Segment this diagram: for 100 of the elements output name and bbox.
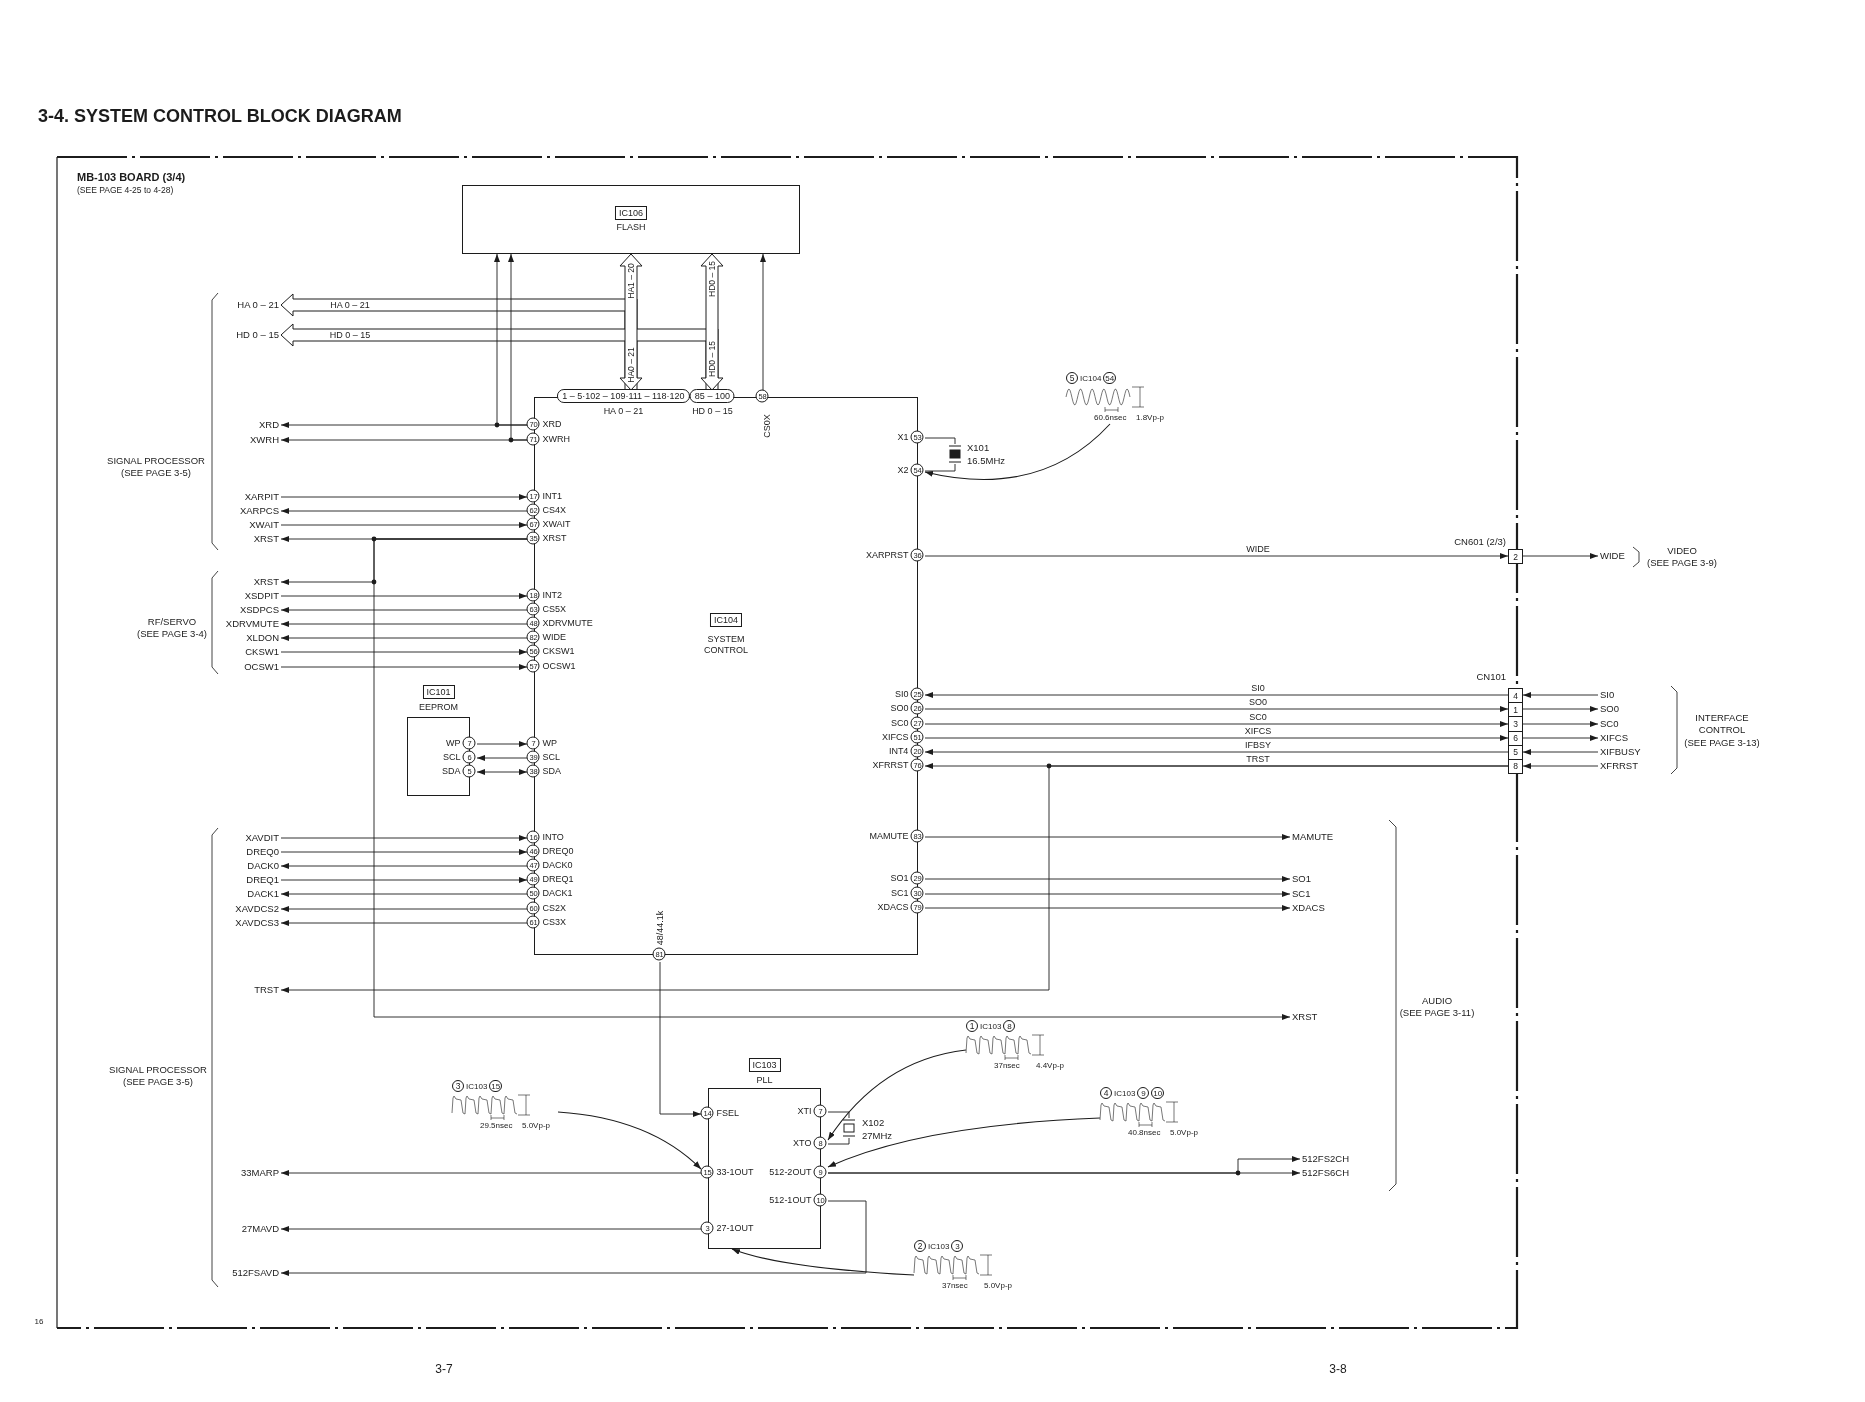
signal-name: XRST <box>1292 1011 1354 1023</box>
leader-arrow <box>731 1248 915 1276</box>
bus-name: HA0 – 21 <box>625 347 637 383</box>
pin-name: SI0 <box>894 688 909 700</box>
pin-name: 27-1OUT <box>716 1222 754 1234</box>
page-number: 3-8 <box>1329 1363 1347 1375</box>
pin-name: XRD <box>542 418 562 430</box>
block-reference: RF/SERVO <box>147 615 197 627</box>
signal-name: XDRVMUTE <box>216 618 279 630</box>
component-label: X102 <box>862 1117 886 1129</box>
block-reference: (SEE PAGE 3-4) <box>137 627 207 639</box>
pin-name: XRST <box>542 532 567 544</box>
pin-range: 1 – 5·102 – 109·111 – 118·120 <box>557 389 690 404</box>
test-point-label: IC103 <box>1114 1088 1136 1098</box>
pin-range: 85 – 100 <box>689 389 735 404</box>
signal-name: OCSW1 <box>216 661 279 673</box>
pin-name: SO1 <box>890 872 909 884</box>
signal-name: XSDPCS <box>216 604 279 616</box>
signal-name: SC0 <box>1600 718 1656 730</box>
pin-name: WIDE <box>542 631 566 643</box>
block-reference: (SEE PAGE 3-5) <box>123 1075 193 1087</box>
pin-number: 10 <box>1151 1087 1165 1099</box>
amplitude-label: 4.4Vp-p <box>1036 1061 1065 1071</box>
signal-name: CKSW1 <box>216 646 279 658</box>
component-label: 16.5MHz <box>967 455 1006 467</box>
test-point-label: IC103 <box>980 1021 1002 1031</box>
pin-number: 1 <box>1509 703 1522 718</box>
signal-name: XIFCS <box>1600 732 1656 744</box>
pin-name: INT1 <box>542 490 562 502</box>
pin-number: 15 <box>489 1080 503 1092</box>
block-reference: (SEE PAGE 3-11) <box>1399 1006 1475 1018</box>
edge-label: IFBSY <box>1244 740 1272 750</box>
function-label: EEPROM <box>418 702 459 713</box>
signal-name: XLDON <box>216 632 279 644</box>
pin-name: XTI <box>797 1105 812 1117</box>
pin-number: 6 <box>1509 731 1522 746</box>
pin-name: XDRVMUTE <box>542 617 593 629</box>
edge-label: HD0 – 15 <box>706 260 718 298</box>
page-number: 16 <box>34 1315 44 1327</box>
diagram-title: 3-4. SYSTEM CONTROL BLOCK DIAGRAM <box>38 106 402 127</box>
signal-name: DACK0 <box>216 860 279 872</box>
pin-name: XDACS <box>877 901 909 913</box>
pin-name: 512-2OUT <box>769 1166 812 1178</box>
signal-name: DREQ0 <box>216 846 279 858</box>
edge-label: SO0 <box>1248 697 1268 707</box>
signal-name: 33MARP <box>216 1167 279 1179</box>
bus-name: HA 0 – 21 <box>330 299 370 311</box>
crystal-symbol <box>842 1118 856 1138</box>
signal-name: 27MAVD <box>216 1223 279 1235</box>
part-number: IC104 <box>710 613 742 627</box>
pin-name: OCSW1 <box>542 660 576 672</box>
block-reference: SIGNAL PROCESSOR <box>109 1063 207 1075</box>
board-outline <box>57 157 1517 1328</box>
bus-name: HD 0 – 15 <box>692 405 733 417</box>
signal-name: 512FS6CH <box>1302 1167 1364 1179</box>
signal-name: XRST <box>216 533 279 545</box>
pin-name: SCL <box>442 751 461 763</box>
pin-name: DACK0 <box>542 859 573 871</box>
part-number: IC106 <box>615 206 647 220</box>
pin-name: CS3X <box>542 916 566 928</box>
signal-name: XIFBUSY <box>1600 746 1656 758</box>
amplitude-label: 5.0Vp-p <box>984 1281 1013 1291</box>
pin-name: X1 <box>897 431 909 443</box>
edge-label: WIDE <box>1245 544 1271 554</box>
block-reference: SIGNAL PROCESSOR <box>107 454 205 466</box>
signal-name: XRST <box>216 576 279 588</box>
pin-name: CS2X <box>542 902 566 914</box>
pin-name: SC0 <box>890 717 909 729</box>
signal-name: XRD <box>216 419 279 431</box>
pin-name: SC1 <box>890 887 909 899</box>
block-reference: (SEE PAGE 3-9) <box>1647 556 1717 568</box>
edge-label: HA1 – 20 <box>625 262 637 300</box>
signal-name: XWAIT <box>216 519 279 531</box>
part-number: IC103 <box>748 1058 781 1072</box>
period-label: 60.6nsec <box>1094 413 1127 423</box>
signal-name: 512FSAVD <box>216 1267 279 1279</box>
pin-name: SDA <box>441 765 461 777</box>
pin-name: SCL <box>542 751 560 763</box>
signal-name: SO1 <box>1292 873 1354 885</box>
edge-label: XIFCS <box>1243 726 1273 736</box>
page-number: 3-7 <box>435 1363 453 1375</box>
pin-name: WP <box>445 737 461 749</box>
pin-name: WP <box>542 737 557 749</box>
pin-name: XWAIT <box>542 518 571 530</box>
pin-name: FSEL <box>716 1107 739 1119</box>
amplitude-label: 1.8Vp-p <box>1136 413 1165 423</box>
amplitude-label: 5.0Vp-p <box>1170 1128 1199 1138</box>
pin-name: CS4X <box>542 504 566 516</box>
signal-name: TRST <box>216 984 279 996</box>
leader-arrow <box>557 1111 702 1170</box>
period-label: 29.5nsec <box>480 1121 513 1131</box>
edge-label: 48/44.1k <box>655 909 665 947</box>
signal-name: XARPIT <box>216 491 279 503</box>
pin-name: SDA <box>542 765 561 777</box>
wire <box>924 463 956 472</box>
signal-name: XFRRST <box>1600 760 1656 772</box>
signal-name: 512FS2CH <box>1302 1153 1364 1165</box>
pin-name: INT4 <box>888 745 909 757</box>
block-reference: INTERFACE CONTROL <box>1694 712 1750 736</box>
bus-arrow <box>700 253 724 391</box>
